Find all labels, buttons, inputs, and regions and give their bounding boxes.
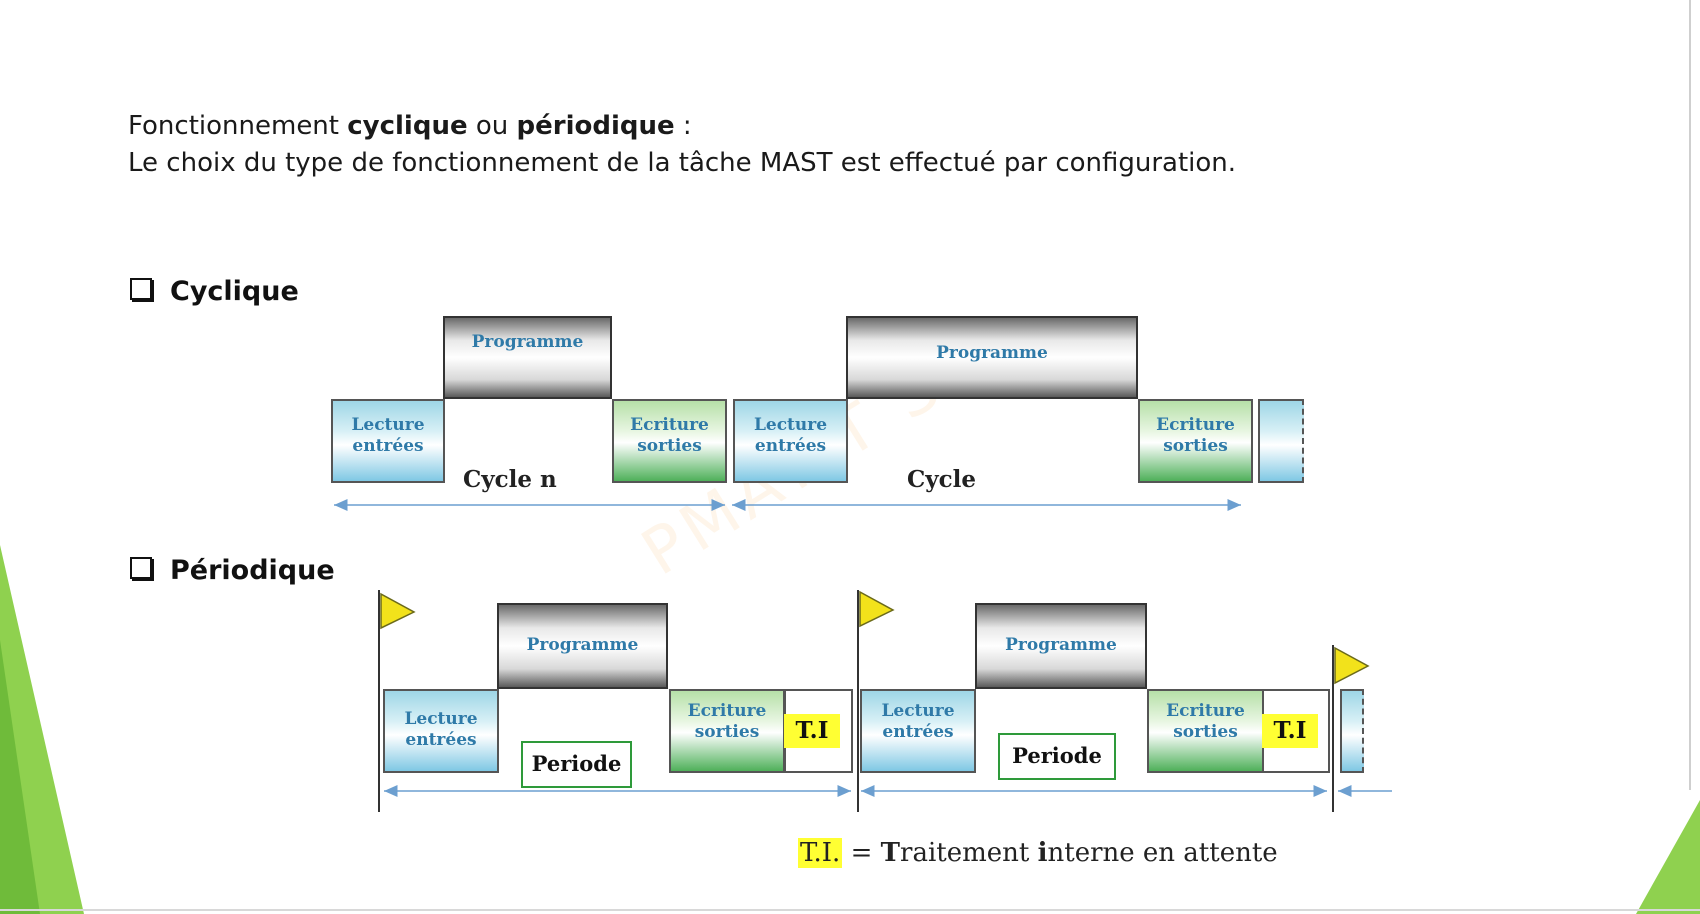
periodique-ecriture-block-2: Ecriture sorties — [1147, 689, 1264, 773]
ti-label-1: T.I — [784, 714, 840, 748]
ti-legend: T.I. = Traitement interne en attente — [798, 838, 1278, 868]
block-label: Programme — [526, 635, 639, 655]
block-label: sorties — [694, 722, 760, 742]
legend-i-bold: i — [1037, 838, 1048, 868]
block-label: entrées — [405, 730, 477, 750]
intro-line-2: Le choix du type de fonctionnement de la… — [128, 148, 1237, 178]
block-label: Ecriture — [630, 415, 709, 435]
cyclique-lecture-block-partial — [1258, 399, 1304, 483]
periodique-programme-block-1: Programme — [497, 603, 668, 689]
block-label: sorties — [1163, 436, 1228, 456]
block-label: entrées — [882, 722, 954, 742]
intro-bold-periodique: périodique — [516, 111, 675, 141]
cycle-label: Cycle — [907, 466, 977, 493]
legend-text: nterne en attente — [1047, 838, 1278, 868]
ti-label-2: T.I — [1262, 714, 1318, 748]
block-label: entrées — [754, 436, 827, 456]
cyclique-lecture-block-2: Lecture entrées — [733, 399, 848, 483]
block-label: entrées — [352, 436, 424, 456]
block-label: Ecriture — [687, 701, 767, 721]
cyclique-ecriture-block-1: Ecriture sorties — [612, 399, 727, 483]
periode-box-2: Periode — [998, 733, 1116, 780]
section-periodique: Périodique — [130, 555, 335, 586]
periodique-lecture-block-2: Lecture entrées — [860, 689, 976, 773]
block-label: Ecriture — [1156, 415, 1235, 435]
cyclique-programme-block-1: Programme — [443, 316, 612, 399]
right-green-accent — [1636, 800, 1700, 914]
section-cyclique: Cyclique — [130, 276, 299, 307]
legend-t-bold: T — [880, 838, 901, 868]
block-label: sorties — [1173, 722, 1238, 742]
section-periodique-label: Périodique — [170, 555, 335, 586]
block-label: sorties — [637, 436, 702, 456]
legend-text: raitement — [900, 838, 1038, 868]
periodique-programme-block-2: Programme — [975, 603, 1147, 689]
left-green-accent-dark — [0, 640, 40, 914]
intro-text-c: : — [674, 111, 692, 141]
flag-icon-1 — [380, 592, 416, 630]
block-label: Programme — [936, 343, 1048, 363]
cyclique-lecture-block-1: Lecture entrées — [331, 399, 445, 483]
periodique-lecture-block-1: Lecture entrées — [383, 689, 499, 773]
intro-text-b: ou — [467, 111, 517, 141]
legend-abbr: T.I. — [798, 838, 843, 868]
checkbox-square-icon — [130, 557, 152, 579]
cyclique-programme-block-2: Programme — [846, 316, 1138, 399]
intro-text: Fonctionnement cyclique ou périodique : … — [128, 108, 1236, 182]
block-label: Lecture — [753, 415, 828, 435]
legend-equals: = — [842, 838, 881, 868]
intro-bold-cyclique: cyclique — [347, 111, 468, 141]
checkbox-square-icon — [130, 278, 152, 300]
flag-icon-2 — [859, 590, 895, 628]
block-label: Lecture — [881, 701, 955, 721]
flag-icon-3 — [1334, 646, 1370, 685]
cyclique-ecriture-block-2: Ecriture sorties — [1138, 399, 1253, 483]
periodique-lecture-block-partial — [1340, 689, 1364, 773]
periodique-ecriture-block-1: Ecriture sorties — [669, 689, 785, 773]
block-label: Ecriture — [1166, 701, 1245, 721]
block-label: Lecture — [404, 709, 478, 729]
block-label: Lecture — [351, 415, 425, 435]
intro-line-1: Fonctionnement cyclique ou périodique : — [128, 108, 1236, 145]
intro-text-a: Fonctionnement — [128, 111, 348, 141]
block-label: Programme — [471, 332, 584, 352]
section-cyclique-label: Cyclique — [170, 276, 299, 307]
cycle-n-label: Cycle n — [463, 466, 557, 493]
block-label: Programme — [1005, 635, 1117, 655]
